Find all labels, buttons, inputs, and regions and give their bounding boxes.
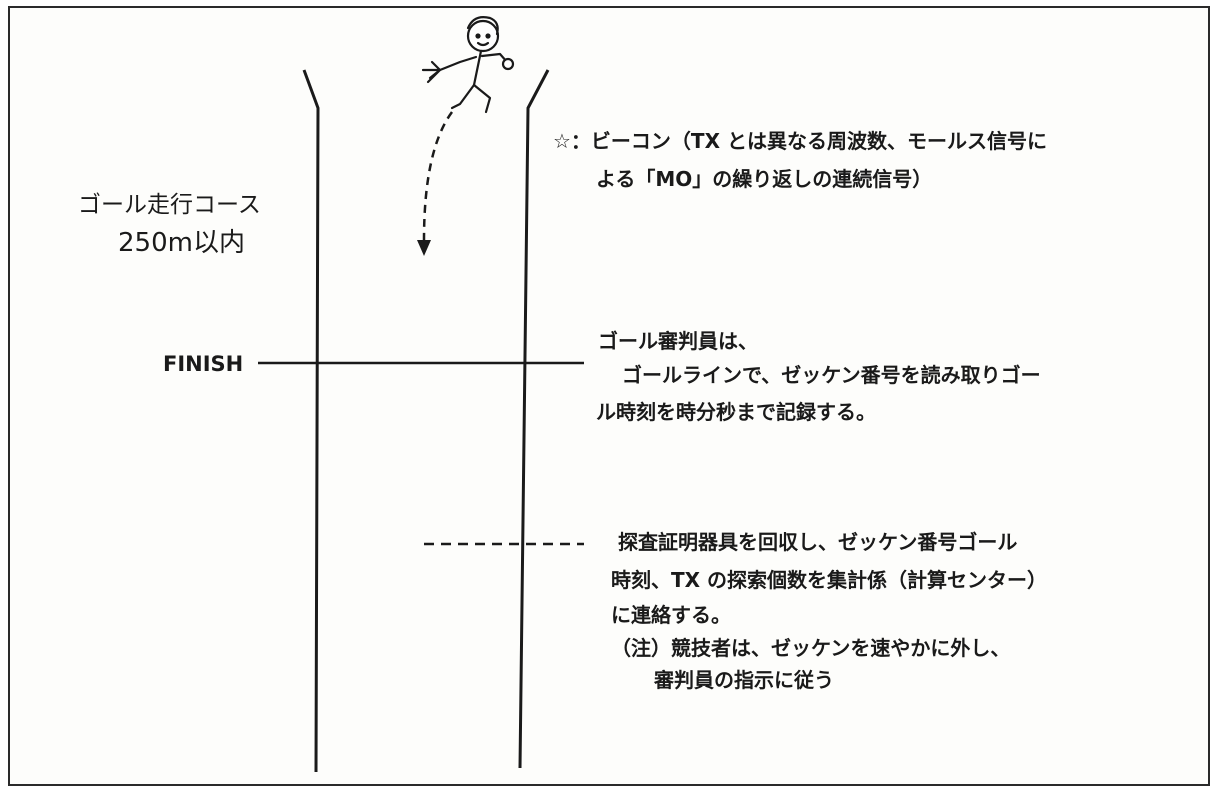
caution-note-line1: （注）競技者は、ゼッケンを速やかに外し、 [611,636,1011,660]
collection-note-line3: に連絡する。 [611,603,731,627]
judge-note-line1: ゴール審判員は、 [598,329,758,353]
caution-note-line2: 審判員の指示に従う [654,668,834,692]
dashed-arrow-icon [417,111,454,256]
beacon-note-line1: ☆：ビーコン（TX とは異なる周波数、モールス信号に [553,129,1047,153]
collection-note-line2: 時刻、TX の探索個数を集計係（計算センター） [611,568,1048,592]
runner-figure-icon [421,16,515,114]
course-label-line1: ゴール走行コース [78,192,261,218]
beacon-note-line2: よる「MO」の繰り返しの連続信号） [596,167,933,191]
collection-note-line1: 探査証明器具を回収し、ゼッケン番号ゴール [618,530,1018,554]
finish-label: FINISH [163,352,244,376]
course-left-boundary [302,69,320,773]
diagram-frame [8,6,1210,786]
judge-note-line2: ゴールラインで、ゼッケン番号を読み取りゴー [622,363,1041,387]
course-right-boundary [518,69,550,769]
course-label-line2: 250m以内 [118,228,245,258]
judge-note-line3: ル時刻を時分秒まで記録する。 [596,400,876,424]
